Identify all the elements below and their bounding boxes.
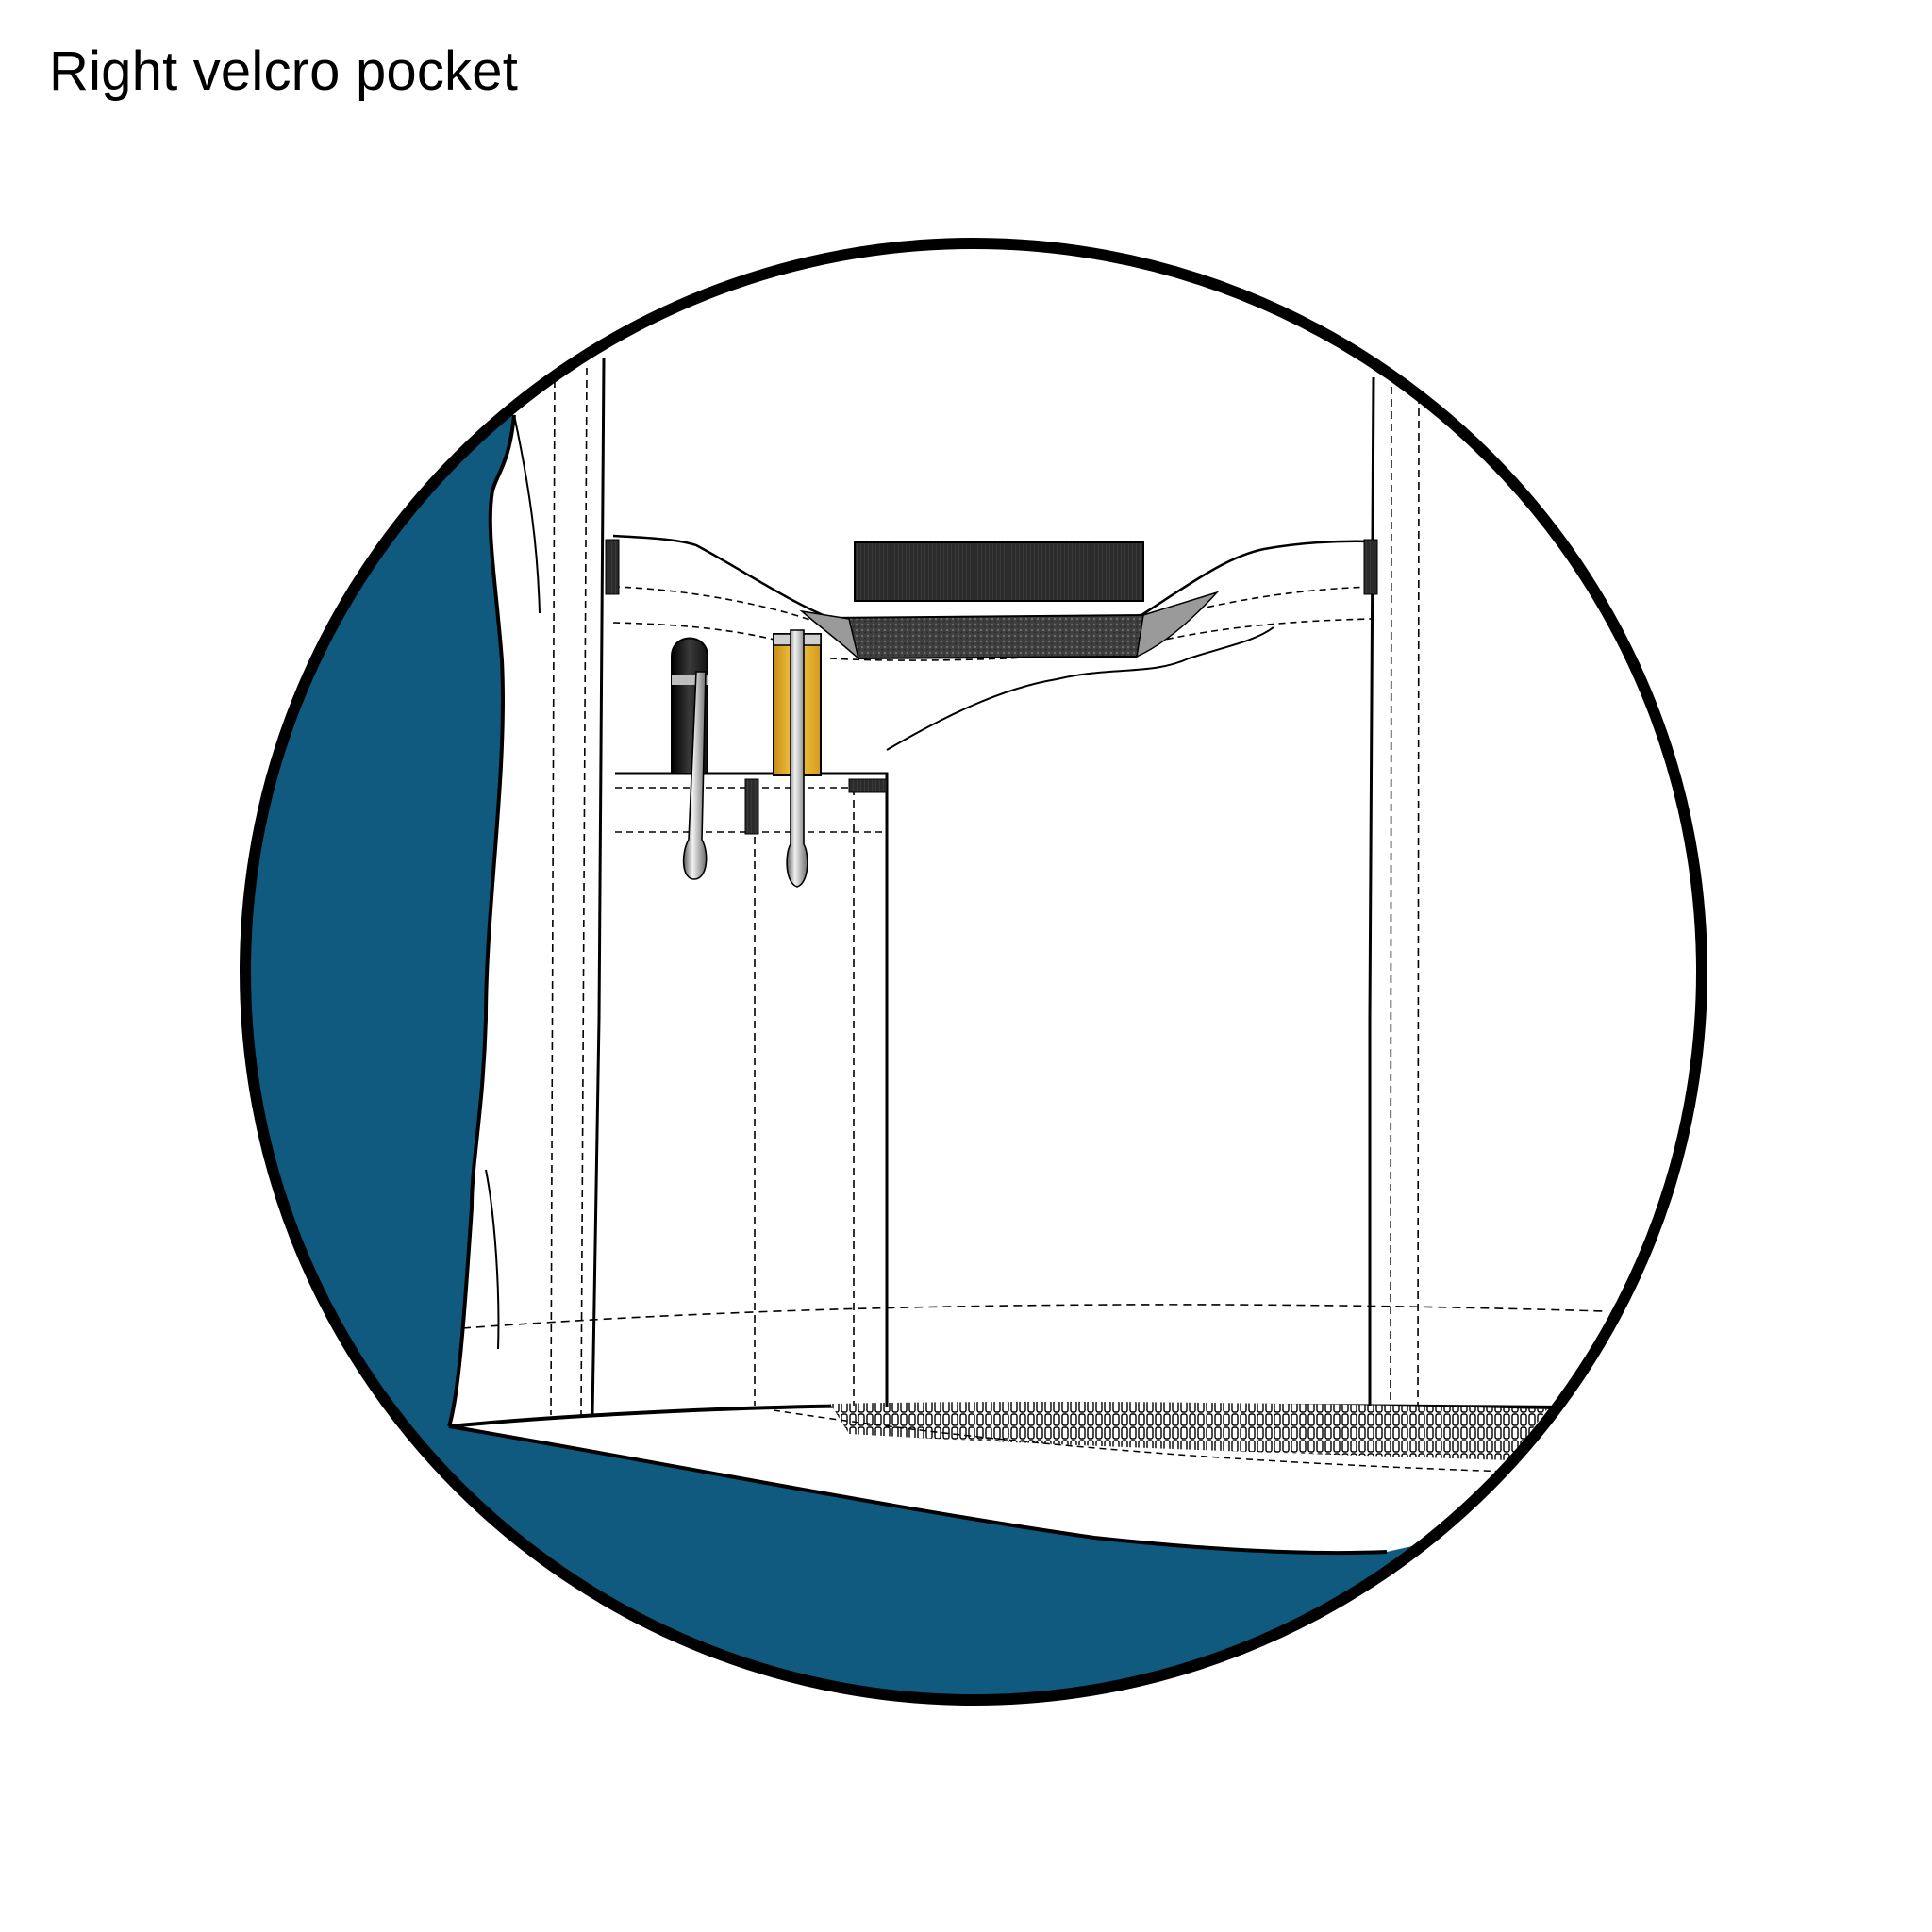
bottom-edge-line — [448, 1424, 1388, 1556]
pencil-icon — [773, 629, 822, 888]
zipper-stitch-line — [773, 1409, 1510, 1473]
velcro-tab-left — [605, 539, 620, 595]
bottom-garment-panel — [245, 1426, 1702, 1700]
left-garment-panel — [245, 377, 514, 1426]
left-placket-edge — [591, 358, 606, 1416]
pen-pocket-velcro-tab-1 — [744, 778, 759, 835]
pocket-lining-curve — [886, 626, 1274, 751]
pen-icon — [671, 637, 708, 880]
circle-detail-frame — [240, 238, 1707, 1706]
pocket-inner-stitch — [829, 654, 1076, 661]
left-placket-stitch-2 — [580, 367, 588, 1416]
pen-pocket-velcro-tab-2 — [848, 778, 888, 793]
velcro-loop-side-right — [1136, 591, 1220, 658]
velcro-loop-strip — [829, 611, 1172, 660]
velcro-hook-strip — [854, 541, 1144, 602]
left-placket-stitch-1 — [550, 367, 556, 1416]
fabric-crease-left — [485, 414, 541, 1350]
vest-body-outline — [447, 414, 516, 1427]
lower-stitch-band — [461, 1304, 1605, 1329]
velcro-loop-side-left — [799, 609, 860, 661]
diagram-title: Right velcro pocket — [49, 41, 519, 102]
velcro-tab-right — [1363, 539, 1378, 595]
right-placket-stitch-2 — [1417, 395, 1420, 1407]
zipper-teeth — [830, 1402, 1547, 1460]
